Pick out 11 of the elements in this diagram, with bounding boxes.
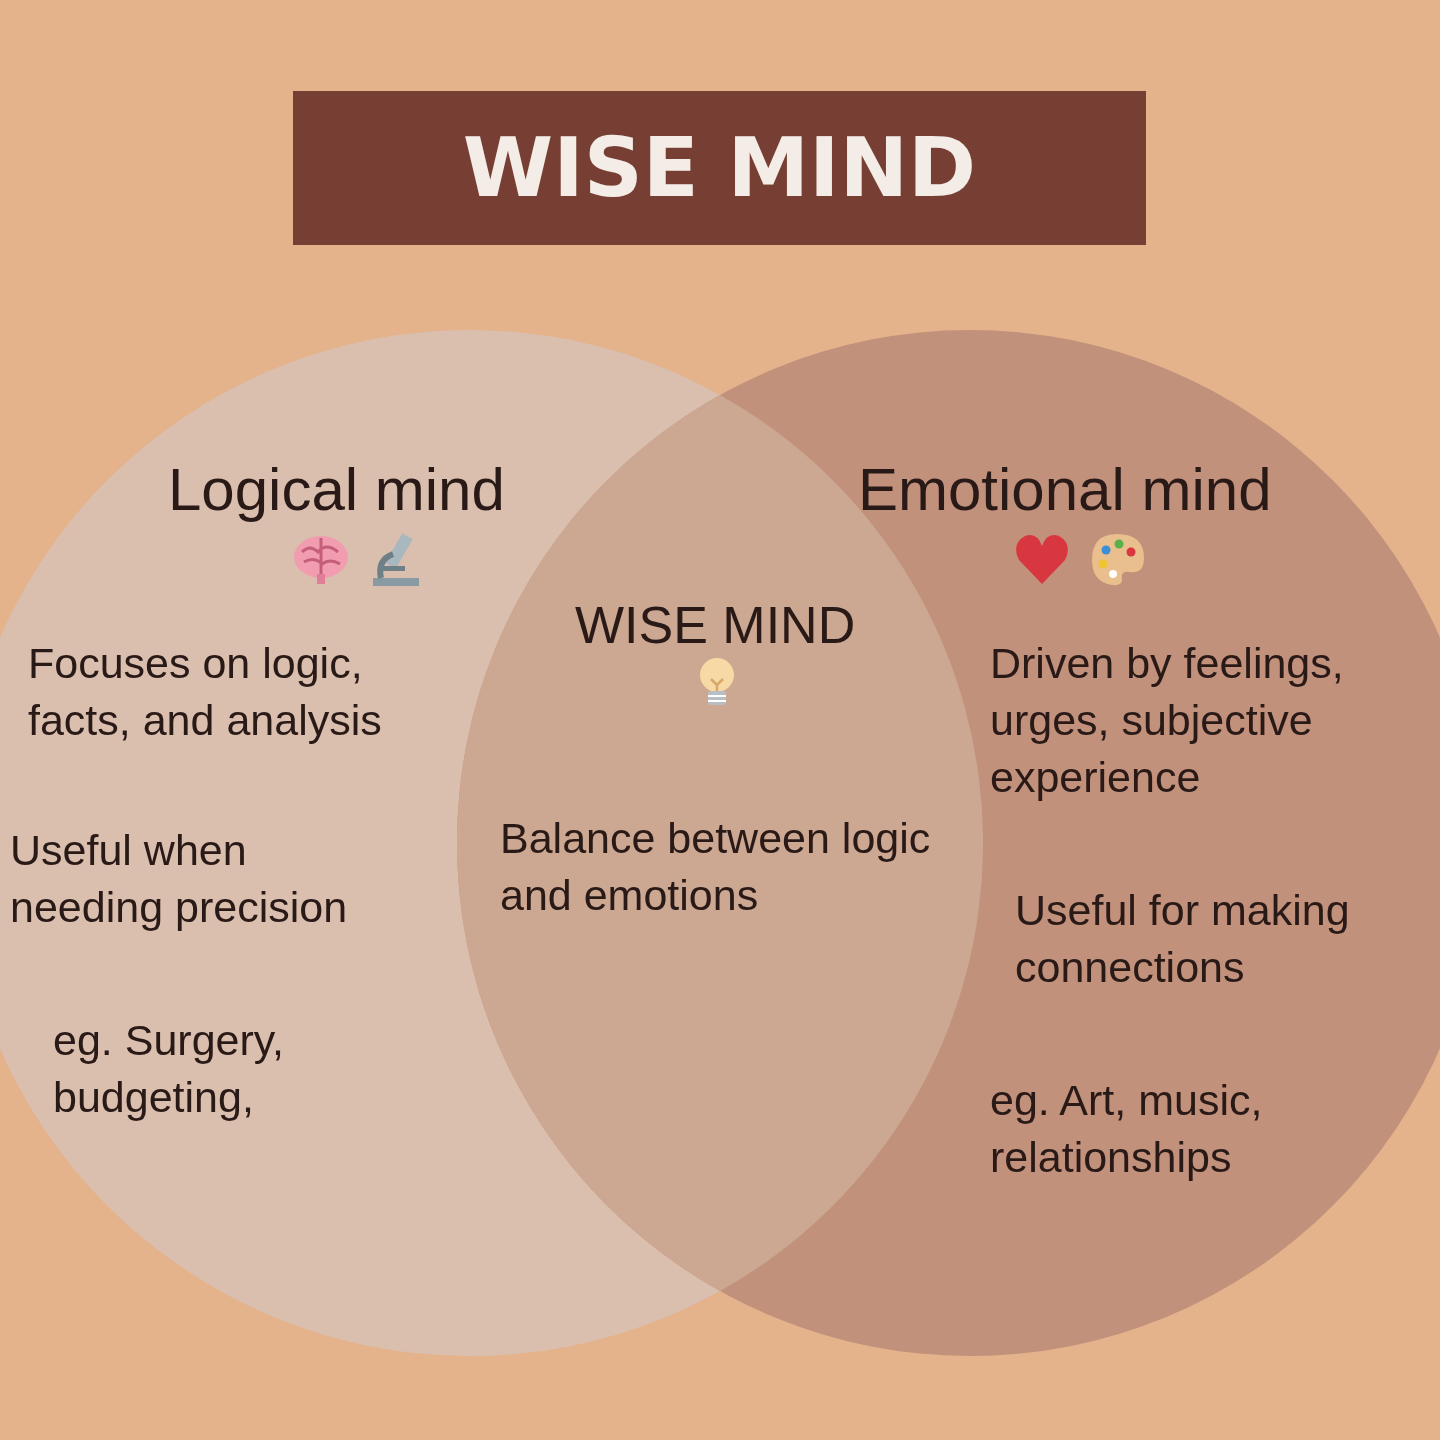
description-text: Useful for making connections [1015,885,1351,993]
section-heading: Emotional mind [858,455,1272,525]
description-text: eg. Surgery, budgeting, [53,1015,286,1123]
description-text: Driven by feelings, urges, subjective experience [990,638,1345,803]
description-text: eg. Art, music, relationships [990,1075,1264,1183]
title-banner: WISE MIND [293,91,1146,245]
section-heading: Logical mind [168,455,505,525]
description-text: Useful when needing precision [10,825,349,933]
description-text: Focuses on logic, facts, and analysis [28,638,383,746]
section-heading: WISE MIND [575,595,856,656]
description-text: Balance between logic and emotions [500,813,932,921]
